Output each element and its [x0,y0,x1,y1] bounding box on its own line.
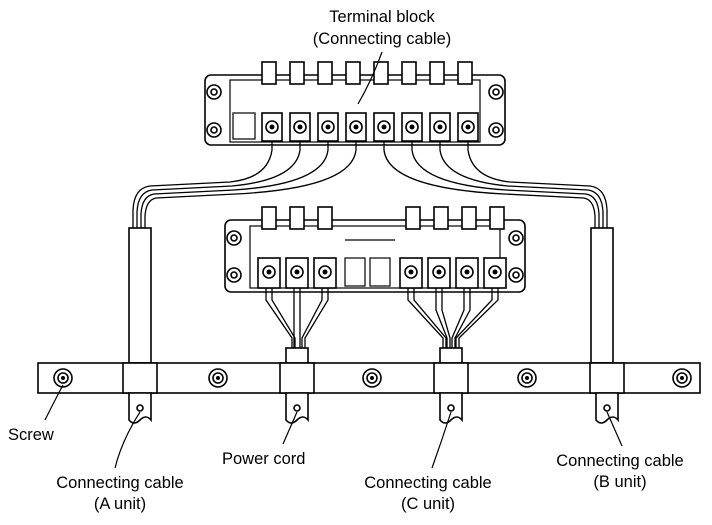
screw-icon [517,368,537,388]
wires-b-unit [383,141,608,228]
label-cable-b-unit: (B unit) [593,473,646,491]
label-cable-a: Connecting cable [56,474,184,492]
c-unit-jacket-top [439,347,463,365]
wires-c-unit [407,288,499,350]
cable-a-jacket [128,227,152,364]
label-cable-c-unit: (C unit) [401,495,455,513]
label-terminal-block-sub: (Connecting cable) [313,30,452,48]
label-cable-c: Connecting cable [364,474,492,492]
screw-icon [362,368,382,388]
label-terminal-block: Terminal block [329,8,435,26]
label-cable-b: Connecting cable [556,452,684,470]
upper-block-tabs [261,61,473,85]
label-cable-a-unit: (A unit) [94,495,146,513]
wires-a-unit [132,141,357,228]
wires-power-cord [265,288,329,350]
cord-clamp-bar [37,362,701,394]
upper-terminal-block [204,61,506,146]
cable-ends [128,392,619,424]
screw-icon [672,368,692,388]
leader-lines [44,51,623,469]
cable-b-jacket [590,227,614,364]
label-power-cord: Power cord [222,450,305,468]
screw-icon [53,368,73,388]
labels: Terminal block (Connecting cable) Screw … [8,8,684,513]
label-screw: Screw [8,426,54,444]
lower-block-tabs [261,206,505,230]
screw-icon [208,368,228,388]
upper-block-terminals [261,112,479,142]
lower-block-terminals [257,257,507,289]
power-cord-jacket-top [285,347,309,365]
lower-terminal-block [224,206,526,293]
